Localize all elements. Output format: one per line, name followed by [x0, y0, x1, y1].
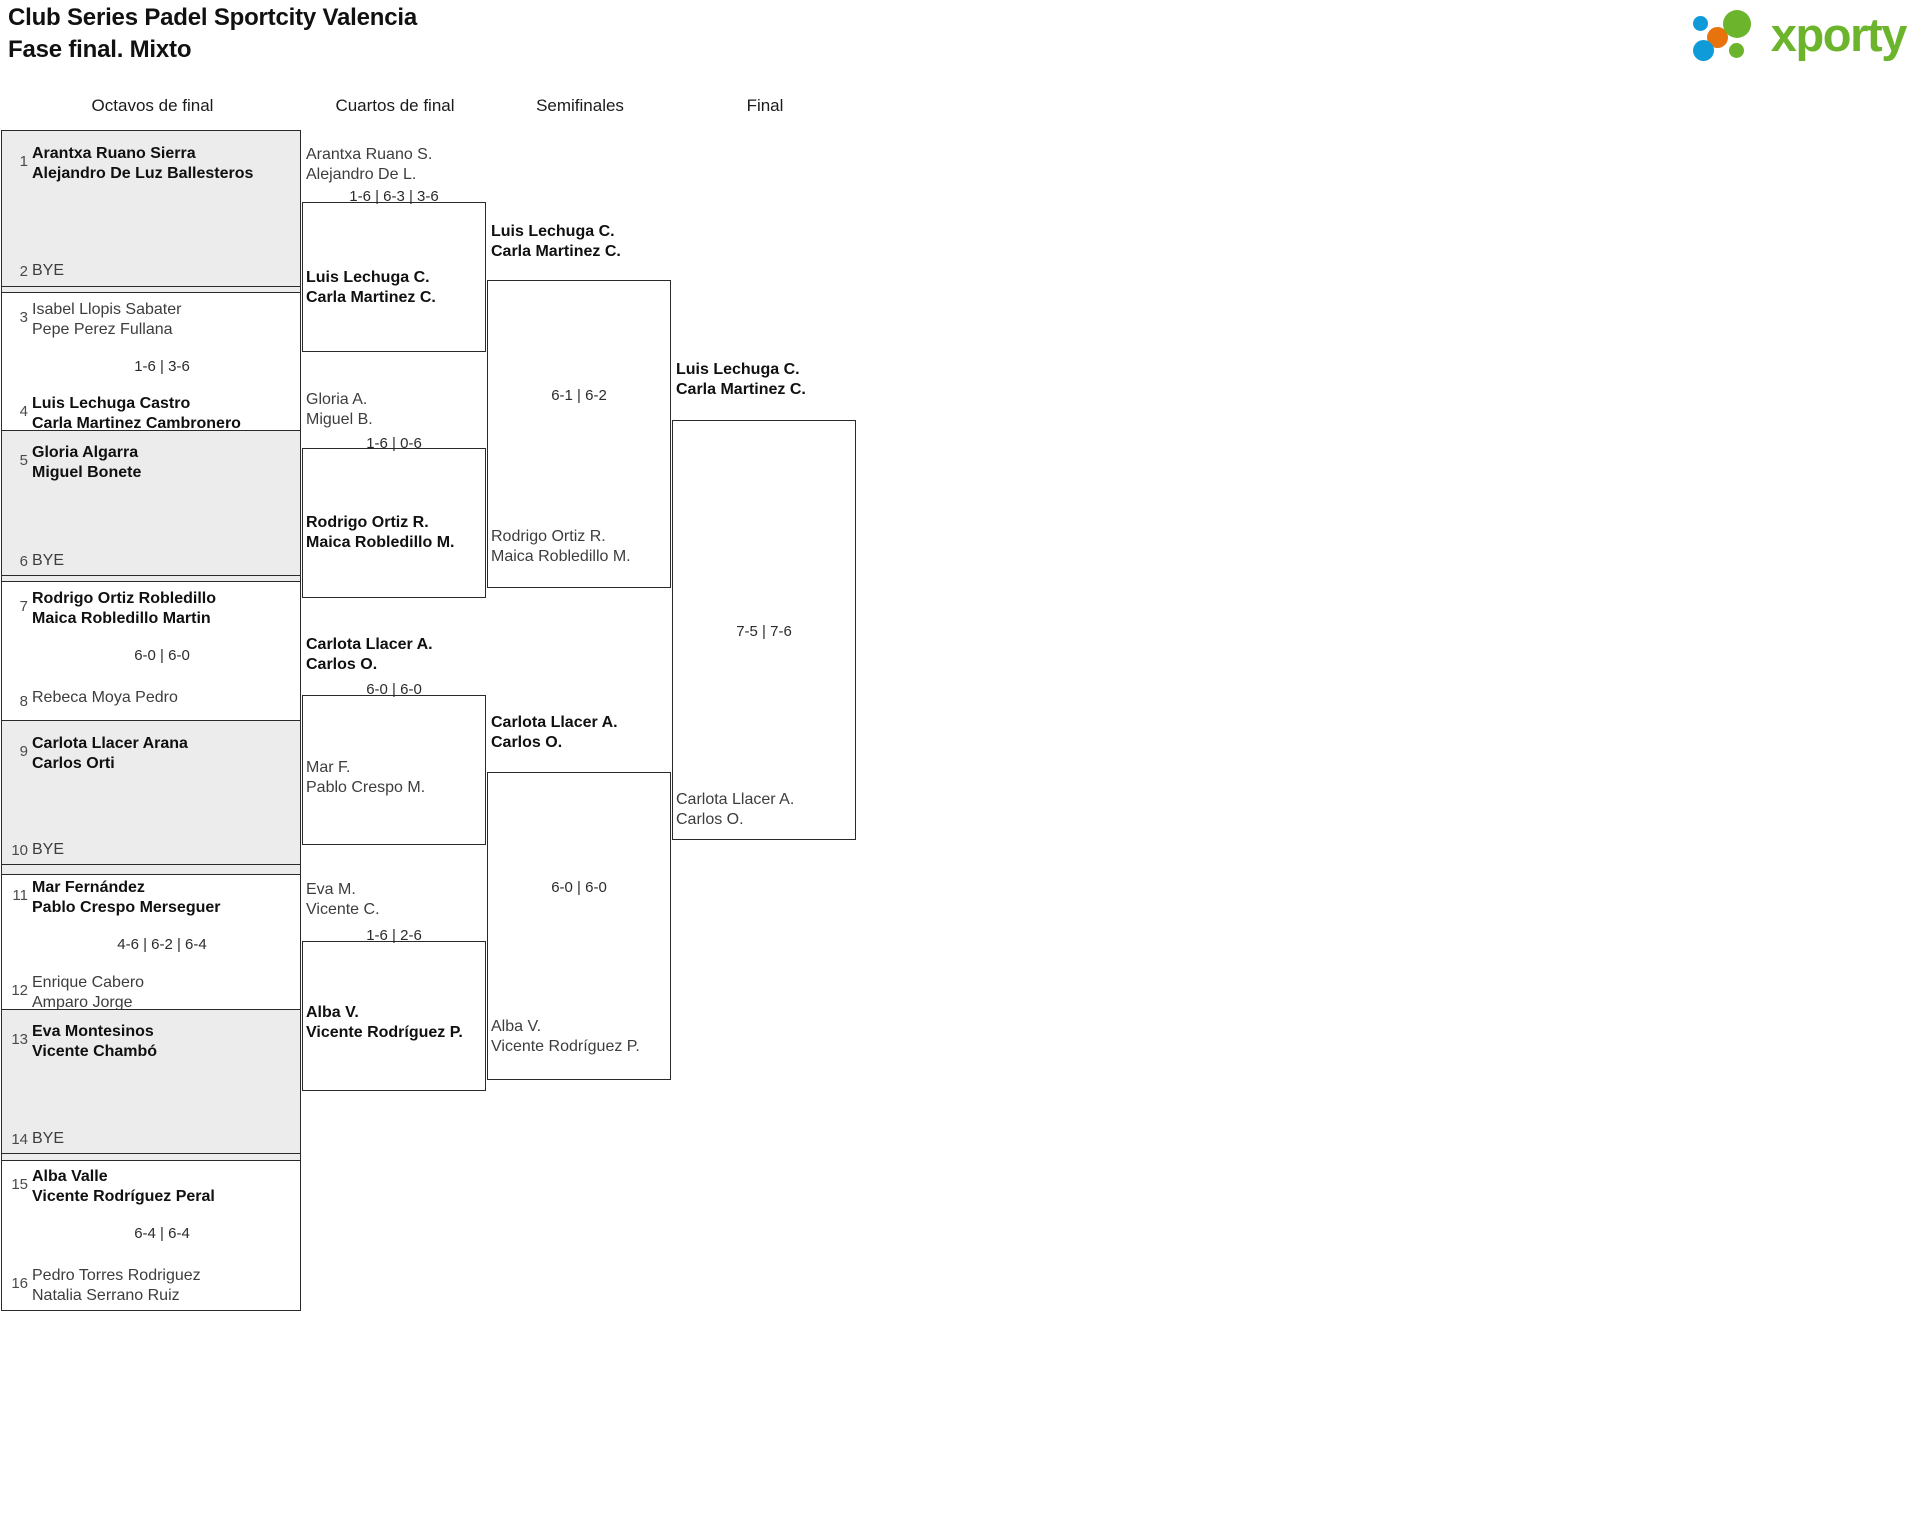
- seed-number: 12: [11, 982, 28, 999]
- r3-match-1-bottom: Rodrigo Ortiz R. Maica Robledillo M.: [491, 528, 631, 566]
- r1-entry-names: Enrique Cabero Amparo Jorge: [32, 974, 145, 1012]
- bye-label: BYE: [32, 552, 65, 569]
- r2-match-3-top: Carlota Llacer A. Carlos O.: [306, 636, 433, 674]
- dot-green-small-icon: [1728, 43, 1744, 58]
- xporty-logo[interactable]: xporty: [1692, 6, 1908, 62]
- r3-match-2-frame[interactable]: [487, 772, 671, 1080]
- r2-match-2-bottom: Rodrigo Ortiz R. Maica Robledillo M.: [306, 514, 455, 552]
- round-header-octavos: Octavos de final: [91, 96, 214, 115]
- r1-entry-names: Eva Montesinos Vicente Chambó: [32, 1023, 158, 1061]
- r2-match-1-score: 1-6 | 6-3 | 3-6: [349, 188, 439, 205]
- r2-match-1-frame[interactable]: [302, 202, 486, 352]
- seed-number: 4: [19, 403, 28, 420]
- r2-match-4-score: 1-6 | 2-6: [366, 927, 422, 944]
- r1-pair-5[interactable]: 9 Carlota Llacer Arana Carlos Orti 10 BY…: [1, 720, 301, 875]
- seed-number: 15: [11, 1176, 28, 1193]
- r1-match-score: 6-4 | 6-4: [134, 1225, 190, 1242]
- r3-match-2-bottom: Alba V. Vicente Rodríguez P.: [491, 1018, 640, 1056]
- seed-number: 16: [11, 1275, 28, 1292]
- seed-number: 9: [19, 743, 28, 760]
- r2-match-4-frame[interactable]: [302, 941, 486, 1091]
- seed-number: 5: [19, 452, 28, 469]
- round-header-semifinales: Semifinales: [536, 96, 624, 115]
- dot-blue-small-icon: [1692, 16, 1708, 31]
- r2-match-3-frame[interactable]: [302, 695, 486, 845]
- r1-match-score: 4-6 | 6-2 | 6-4: [117, 936, 207, 953]
- seed-number: 2: [19, 263, 28, 280]
- r3-match-2-score: 6-0 | 6-0: [551, 879, 607, 896]
- r1-match-score: 6-0 | 6-0: [134, 647, 190, 664]
- tournament-title: Club Series Padel Sportcity Valencia: [8, 4, 417, 31]
- r1-entry-names: Isabel Llopis Sabater Pepe Perez Fullana: [32, 301, 182, 339]
- r1-match-score: 1-6 | 3-6: [134, 358, 190, 375]
- r1-pair-4[interactable]: 7 Rodrigo Ortiz Robledillo Maica Robledi…: [1, 575, 301, 730]
- bye-label: BYE: [32, 1130, 65, 1147]
- r1-pair-8[interactable]: 15 Alba Valle Vicente Rodríguez Peral 6-…: [1, 1153, 301, 1311]
- r2-match-3-bottom: Mar F. Pablo Crespo M.: [306, 759, 426, 797]
- logo-dots-icon: [1692, 7, 1769, 61]
- r4-final-bottom: Carlota Llacer A. Carlos O.: [676, 791, 795, 829]
- seed-number: 7: [19, 598, 28, 615]
- r3-match-2-top: Carlota Llacer A. Carlos O.: [491, 714, 618, 752]
- r4-match-1-frame[interactable]: [672, 420, 856, 840]
- r2-match-2-score: 1-6 | 0-6: [366, 435, 422, 452]
- r3-match-1-frame[interactable]: [487, 280, 671, 588]
- seed-number: 1: [19, 153, 28, 170]
- r1-pair-3[interactable]: 5 Gloria Algarra Miguel Bonete 6 BYE: [1, 430, 301, 582]
- seed-number: 11: [12, 887, 28, 904]
- round-header-final: Final: [746, 96, 784, 115]
- r2-match-1-bottom: Luis Lechuga C. Carla Martinez C.: [306, 269, 436, 307]
- seed-number: 8: [19, 693, 28, 710]
- seed-number: 6: [19, 553, 28, 570]
- bye-label: BYE: [32, 841, 65, 858]
- r2-match-2-top: Gloria A. Miguel B.: [306, 391, 373, 429]
- r2-match-1-top: Arantxa Ruano S. Alejandro De L.: [306, 146, 433, 184]
- bye-label: BYE: [32, 262, 65, 279]
- r1-entry-names: Rebeca Moya Pedro: [32, 689, 178, 706]
- r1-pair-2[interactable]: 3 Isabel Llopis Sabater Pepe Perez Fulla…: [1, 286, 301, 446]
- r1-entry-names: Luis Lechuga Castro Carla Martinez Cambr…: [32, 395, 241, 433]
- r2-match-3-score: 6-0 | 6-0: [366, 681, 422, 698]
- r1-entry-names: Arantxa Ruano Sierra Alejandro De Luz Ba…: [32, 145, 254, 183]
- r1-pair-1[interactable]: 1 Arantxa Ruano Sierra Alejandro De Luz …: [1, 130, 301, 293]
- r1-entry-names: Mar Fernández Pablo Crespo Merseguer: [32, 879, 221, 917]
- r3-match-1-score: 6-1 | 6-2: [551, 387, 607, 404]
- r1-pair-7[interactable]: 13 Eva Montesinos Vicente Chambó 14 BYE: [1, 1009, 301, 1161]
- logo-wordmark: xporty: [1770, 7, 1908, 61]
- page-title: Club Series Padel Sportcity Valencia Fas…: [8, 2, 417, 66]
- seed-number: 3: [19, 309, 28, 326]
- seed-number: 13: [11, 1031, 28, 1048]
- r1-entry-names: Rodrigo Ortiz Robledillo Maica Robledill…: [32, 590, 216, 628]
- r4-final-score: 7-5 | 7-6: [736, 623, 792, 640]
- r1-entry-names: Alba Valle Vicente Rodríguez Peral: [32, 1168, 215, 1206]
- r1-pair-6[interactable]: 11 Mar Fernández Pablo Crespo Merseguer …: [1, 864, 301, 1019]
- tournament-subtitle: Fase final. Mixto: [8, 35, 192, 63]
- r3-match-1-top: Luis Lechuga C. Carla Martinez C.: [491, 223, 621, 261]
- round-header-cuartos: Cuartos de final: [335, 96, 455, 115]
- dot-blue-large-icon: [1692, 40, 1714, 61]
- r2-match-4-top: Eva M. Vicente C.: [306, 881, 380, 919]
- r2-match-2-frame[interactable]: [302, 448, 486, 598]
- r4-final-top: Luis Lechuga C. Carla Martinez C.: [676, 361, 806, 399]
- seed-number: 10: [11, 842, 28, 859]
- r2-match-4-bottom: Alba V. Vicente Rodríguez P.: [306, 1004, 463, 1042]
- dot-green-large-icon: [1722, 10, 1751, 38]
- seed-number: 14: [11, 1131, 28, 1148]
- dot-orange-icon: [1706, 27, 1728, 48]
- r1-entry-names: Gloria Algarra Miguel Bonete: [32, 444, 142, 482]
- r1-entry-names: Pedro Torres Rodriguez Natalia Serrano R…: [32, 1267, 201, 1305]
- r1-entry-names: Carlota Llacer Arana Carlos Orti: [32, 735, 188, 773]
